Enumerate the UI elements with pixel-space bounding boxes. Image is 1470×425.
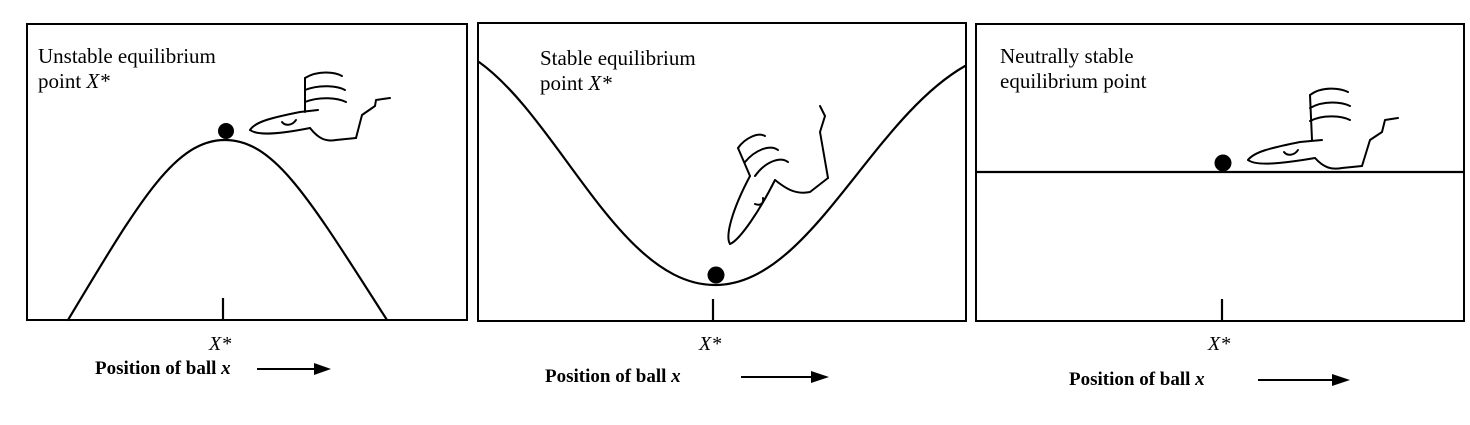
axis-label-var: x — [671, 366, 681, 387]
pointing-hand-icon — [727, 105, 829, 245]
pointing-hand-icon — [1247, 87, 1399, 170]
panel-frame — [477, 22, 967, 322]
axis-label: Position of ball x — [95, 358, 231, 380]
arrowhead-icon — [314, 363, 331, 375]
title-line-2: equilibrium point — [1000, 69, 1146, 94]
tick-label: X* — [699, 333, 722, 355]
panel-frame — [26, 23, 468, 321]
arrowhead-icon — [811, 371, 829, 383]
title-prefix: point — [540, 71, 589, 95]
axis-arrows — [257, 363, 1350, 386]
panel-title-stable: Stable equilibrium point X* — [540, 46, 696, 96]
panel-neutral — [975, 23, 1465, 322]
panel-title-neutral: Neutrally stable equilibrium point — [1000, 44, 1146, 94]
title-line-1: Neutrally stable — [1000, 44, 1134, 68]
ball — [707, 266, 725, 284]
title-var: X* — [86, 69, 110, 93]
title-prefix: point — [38, 69, 87, 93]
panel-frame — [975, 23, 1465, 322]
title-line-2: point X* — [38, 69, 216, 94]
panel-title-unstable: Unstable equilibrium point X* — [38, 44, 216, 94]
axis-label-text: Position of ball — [545, 366, 672, 387]
title-line-2: point X* — [540, 71, 696, 96]
axis-label: Position of ball x — [1069, 369, 1205, 391]
pointing-hand-icon — [249, 71, 391, 142]
title-var: X* — [588, 71, 612, 95]
panel-stable — [477, 22, 967, 322]
tick-label: X* — [1208, 333, 1231, 355]
axis-label-var: x — [221, 358, 231, 379]
ball — [218, 123, 234, 139]
tick-label: X* — [209, 333, 232, 355]
axis-label-text: Position of ball — [95, 358, 222, 379]
title-prefix: equilibrium point — [1000, 69, 1147, 93]
axis-label-text: Position of ball — [1069, 369, 1196, 390]
ball — [1214, 154, 1232, 172]
axis-label-var: x — [1195, 369, 1205, 390]
title-line-1: Unstable equilibrium — [38, 44, 216, 68]
panel-unstable — [26, 23, 468, 322]
axis-label: Position of ball x — [545, 366, 681, 388]
valley-curve — [477, 60, 967, 287]
title-line-1: Stable equilibrium — [540, 46, 696, 70]
hill-curve — [66, 138, 389, 322]
arrowhead-icon — [1332, 374, 1350, 386]
